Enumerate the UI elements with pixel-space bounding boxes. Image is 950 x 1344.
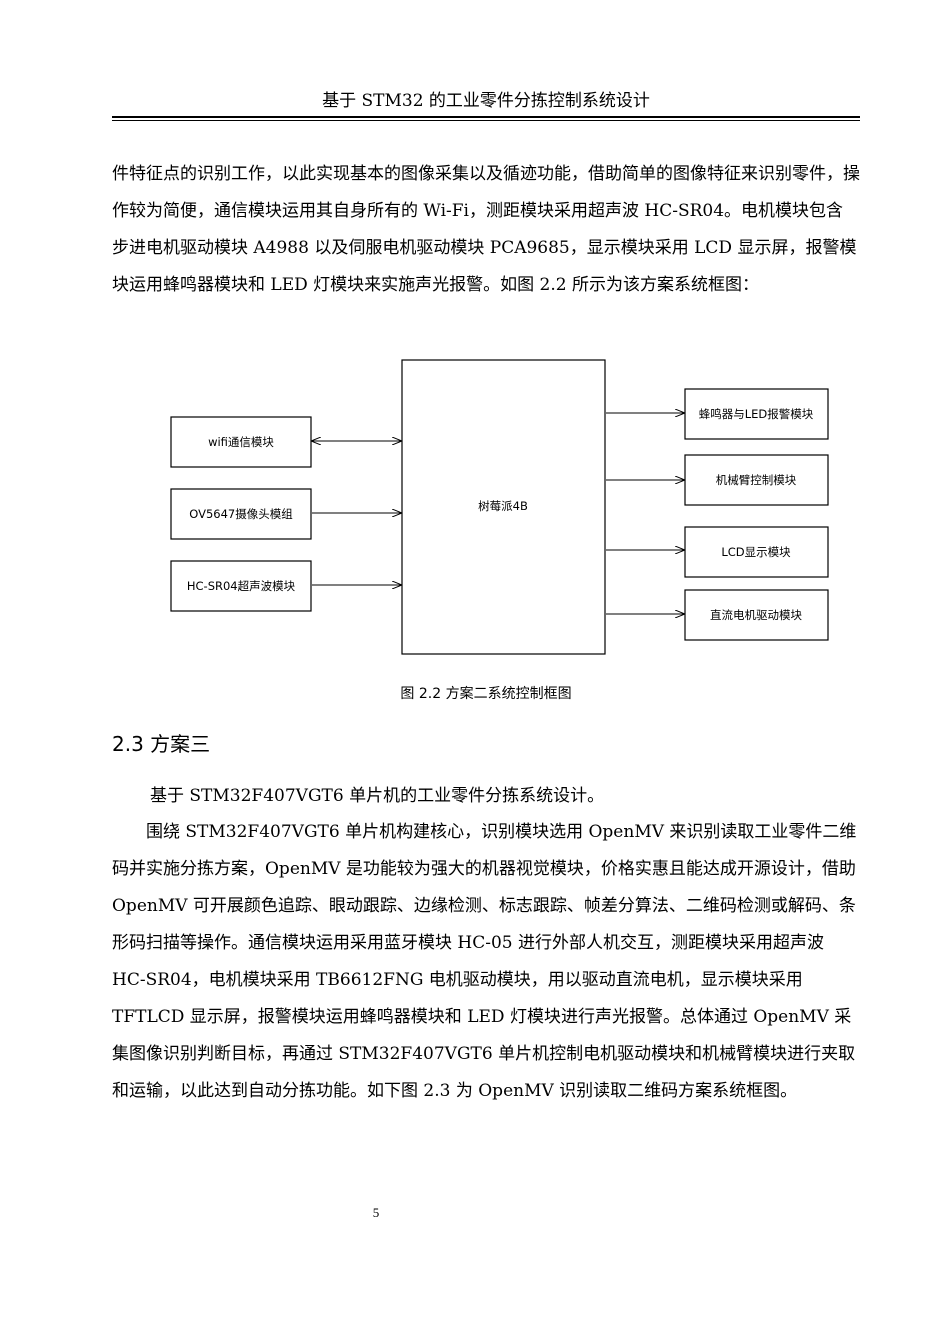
center-box-label: 树莓派4B: [478, 499, 528, 513]
left-box-wifi-label: wifi通信模块: [208, 435, 274, 449]
paragraph-scheme-three-body: 围绕 STM32F407VGT6 单片机构建核心，识别模块选用 OpenMV 来…: [112, 822, 857, 1101]
left-box-camera-label: OV5647摄像头模组: [189, 507, 293, 521]
left-box-ultrasonic: [170, 560, 312, 612]
paragraph-scheme-two: 件特征点的识别工作，以此实现基本的图像采集以及循迹功能，借助简单的图像特征来识别…: [112, 164, 860, 295]
right-box-motor-label: 直流电机驱动模块: [710, 608, 802, 622]
right-box-lcd: [684, 526, 829, 578]
figure-caption: 图 2.2 方案二系统控制框图: [400, 686, 572, 702]
right-box-alarm-label: 蜂鸣器与LED报警模块: [699, 407, 814, 421]
section-heading: 2.3 方案三: [112, 732, 211, 756]
right-box-arm: [684, 454, 829, 506]
left-box-ultrasonic-label: HC-SR04超声波模块: [187, 579, 296, 593]
center-box: [401, 359, 606, 655]
header-rule-thin: [112, 120, 860, 121]
paragraph-scheme-three-intro: 基于 STM32F407VGT6 单片机的工业零件分拣系统设计。: [150, 786, 605, 806]
right-box-alarm: [684, 388, 829, 440]
page-header-title: 基于 STM32 的工业零件分拣控制系统设计: [322, 91, 650, 111]
right-box-motor: [684, 589, 829, 641]
right-box-arm-label: 机械臂控制模块: [716, 473, 797, 487]
left-box-camera: [170, 488, 312, 540]
right-box-lcd-label: LCD显示模块: [721, 545, 791, 559]
system-block-diagram: 树莓派4B wifi通信模块 OV5647摄像头模组 HC-SR04超声波模块 …: [170, 359, 829, 655]
page-number: 5: [372, 1205, 380, 1220]
header-rule-thick: [112, 116, 860, 118]
left-box-wifi: [170, 416, 312, 468]
